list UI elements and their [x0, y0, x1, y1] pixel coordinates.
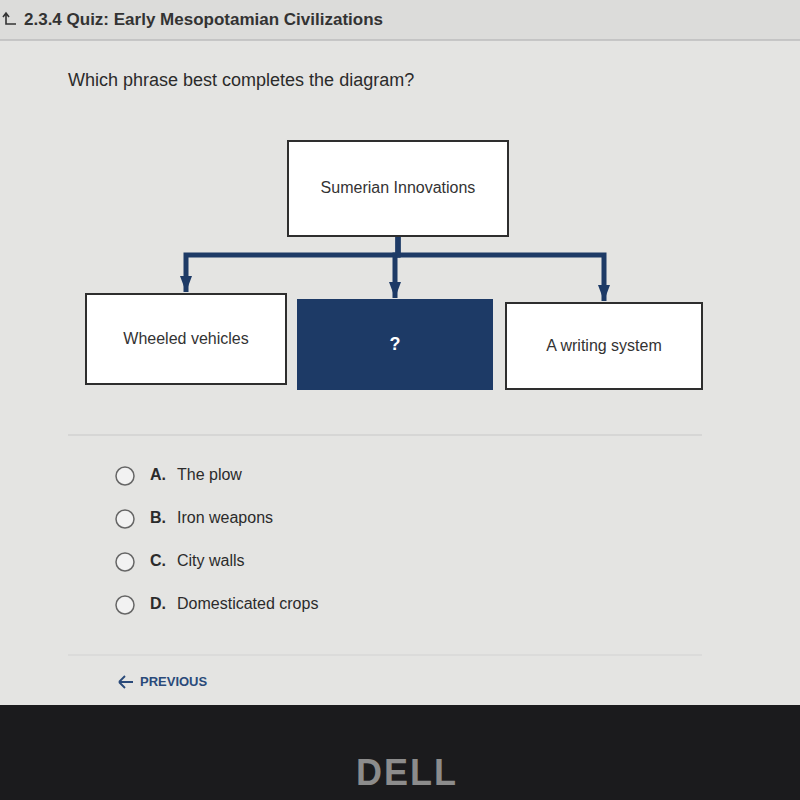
tree-connector [398, 237, 604, 301]
box-text: Sumerian Innovations [321, 178, 476, 199]
option-text: Iron weapons [177, 509, 273, 527]
quiz-title: 2.3.4 Quiz: Early Mesopotamian Civilizat… [24, 10, 383, 30]
option-text: The plow [177, 466, 242, 484]
previous-button: PREVIOUS [140, 674, 207, 689]
innovation-box: Wheeled vehicles [85, 293, 287, 385]
header-rule [0, 39, 800, 41]
option-letter: D. [150, 595, 166, 613]
box-text: Wheeled vehicles [123, 329, 248, 350]
option-text: Domesticated crops [177, 595, 318, 613]
option-letter: B. [150, 509, 166, 527]
option-text: City walls [177, 552, 245, 570]
previous-arrow [119, 676, 133, 688]
tree-connector [186, 237, 398, 292]
option-letter: C. [150, 552, 166, 570]
back-icon [3, 13, 16, 24]
header-bar [0, 0, 800, 40]
radio-button [116, 596, 134, 614]
divider-rule [68, 434, 702, 435]
radio-button [116, 510, 134, 528]
option-letter: A. [150, 466, 166, 484]
brand-logo: DELL [356, 752, 458, 794]
radio-button [116, 553, 134, 571]
question-text: Which phrase best completes the diagram? [68, 70, 414, 91]
missing-box: ? [297, 299, 493, 390]
box-text: ? [390, 333, 401, 356]
radio-button [116, 467, 134, 485]
innovation-box: A writing system [505, 302, 703, 390]
footer-rule [68, 655, 702, 656]
box-text: A writing system [546, 336, 662, 357]
monitor-bezel [0, 705, 800, 800]
topic-box: Sumerian Innovations [287, 140, 509, 237]
